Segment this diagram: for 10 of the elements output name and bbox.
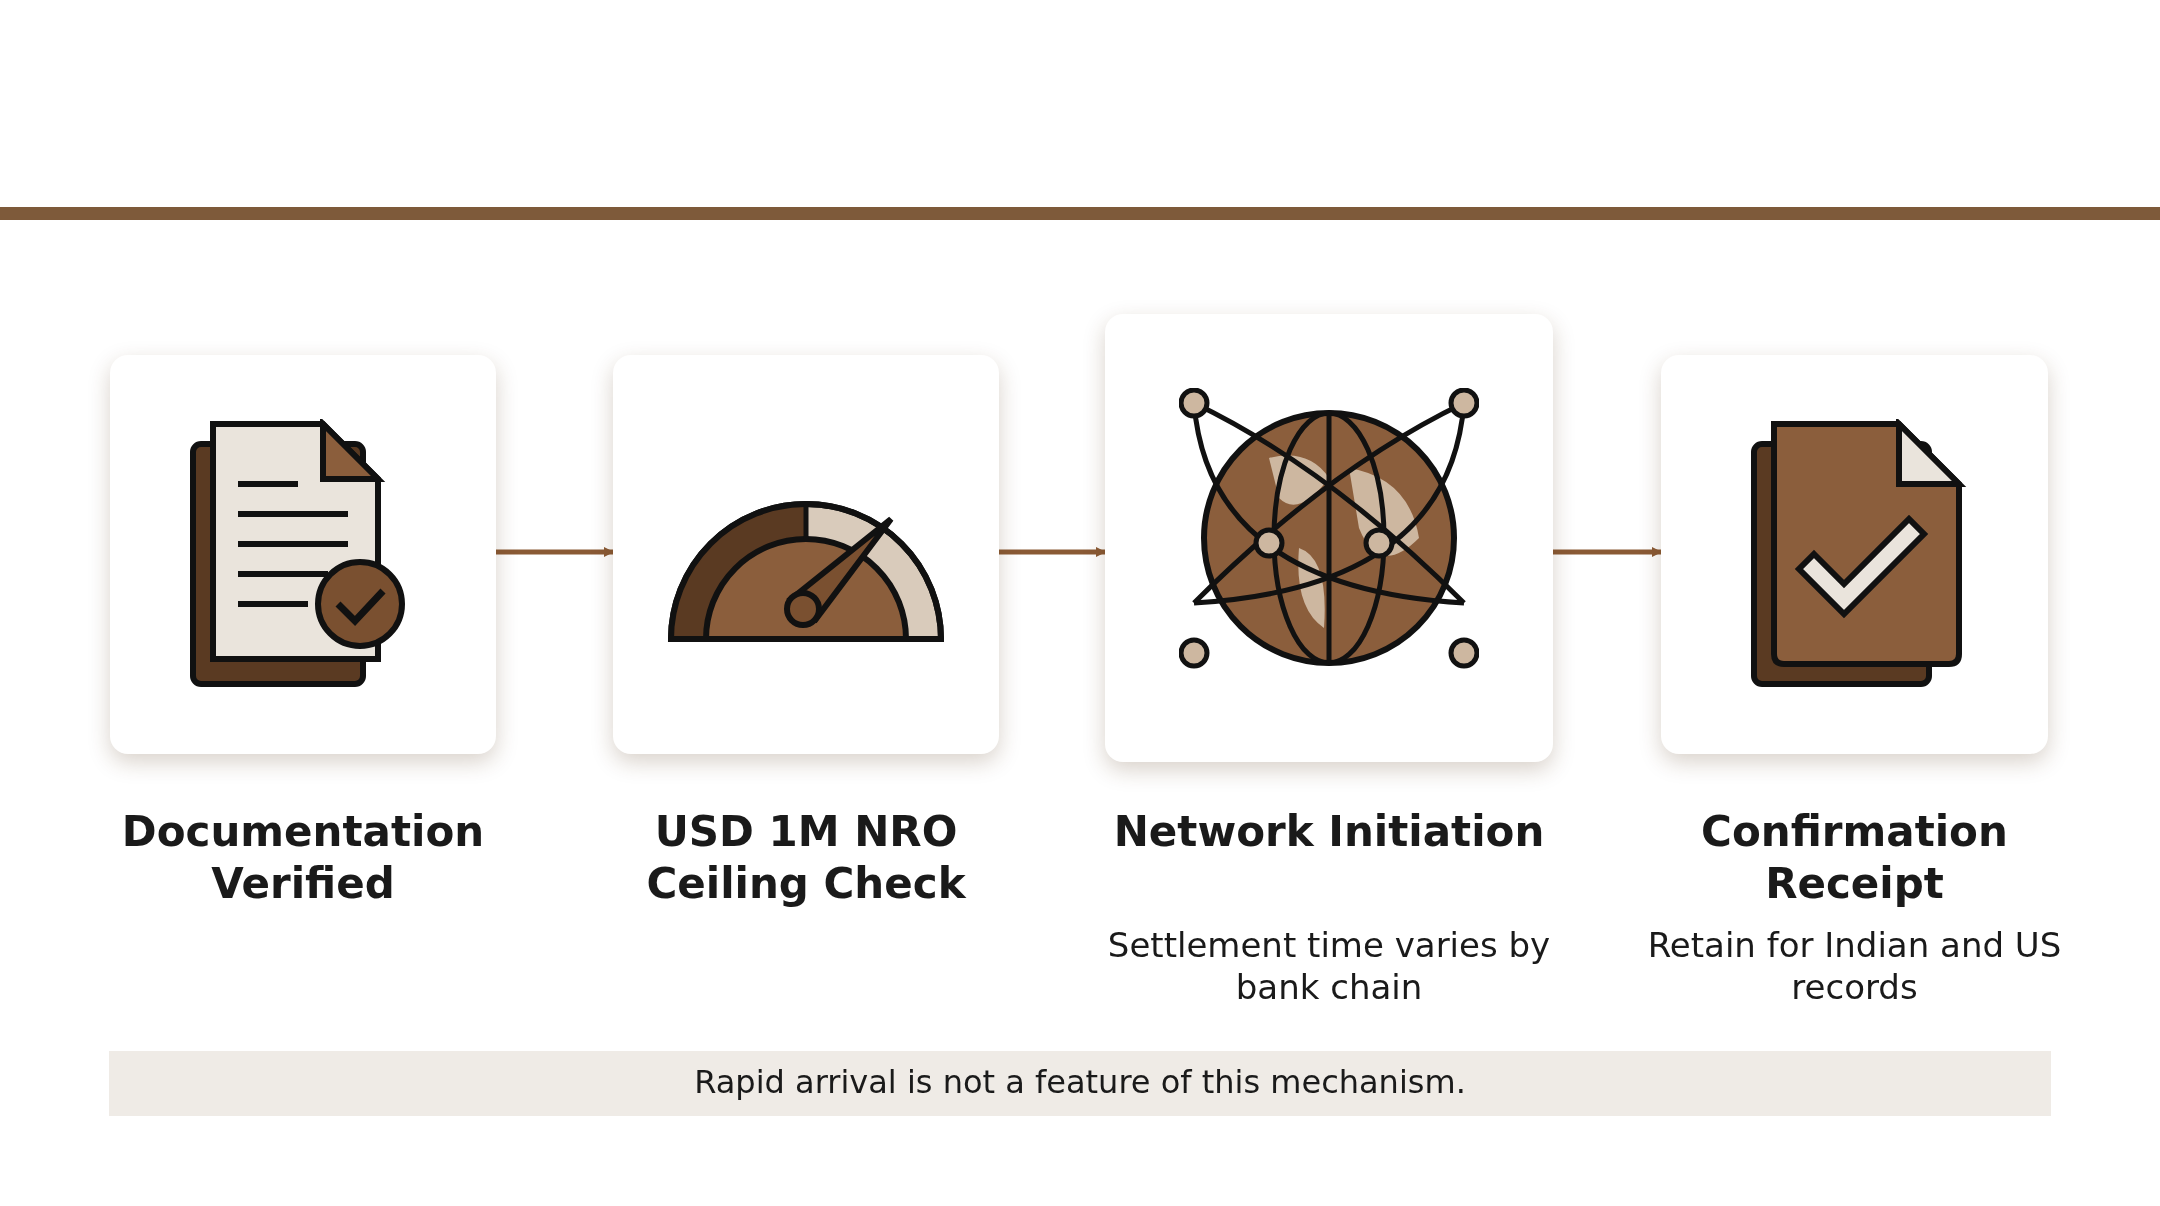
note-text: Rapid arrival is not a feature of this mechanism. (693, 1063, 1467, 1101)
arrow (496, 547, 614, 557)
arrow (1553, 547, 1662, 557)
step-note: Settlement time varies by bank chain (1106, 924, 1552, 1008)
step-title: Confirmation Receipt (1700, 806, 2009, 910)
step-note: Retain for Indian and US records (1646, 924, 2063, 1008)
step-title: Network Initiation (1112, 806, 1546, 858)
arrow (999, 547, 1106, 557)
step-title: USD 1M NRO Ceiling Check (645, 806, 967, 910)
step-title: Documentation Verified (120, 806, 486, 910)
